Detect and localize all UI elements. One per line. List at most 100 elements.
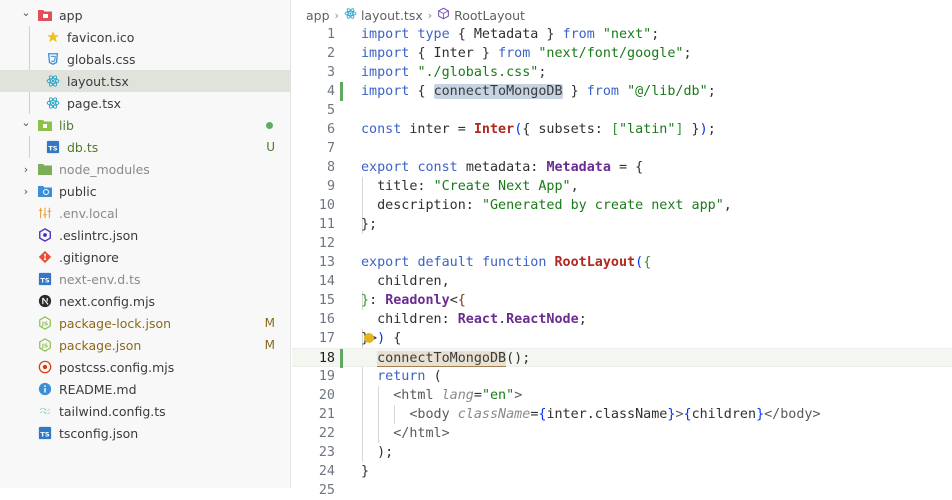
code-text[interactable]: <body className={inter.className}>{child… [361,405,820,424]
code-line[interactable]: 5 [292,101,952,120]
code-text[interactable]: children: React.ReactNode; [361,310,587,329]
code-line[interactable]: 23 ); [292,443,952,462]
code-token: < [449,293,458,308]
line-number: 18 [318,351,335,366]
code-text[interactable]: import { connectToMongoDB } from "@/lib/… [361,82,716,101]
tree-file--gitignore[interactable]: .gitignore [0,246,291,268]
chevron-down-icon[interactable]: ⌄ [21,116,31,129]
code-line[interactable]: 11}; [292,215,952,234]
lightbulb-icon[interactable] [364,333,374,343]
code-line[interactable]: 20 <html lang="en"> [292,386,952,405]
code-text[interactable]: description: "Generated by create next a… [361,196,732,215]
tree-file-globals-css[interactable]: globals.css [0,48,291,70]
tree-file-postcss-config-mjs[interactable]: postcss.config.mjs [0,356,291,378]
code-text[interactable]: const inter = Inter({ subsets: ["latin"]… [361,120,716,139]
code-text[interactable]: export default function RootLayout({ [361,253,651,272]
tree-file--eslintrc-json[interactable]: .eslintrc.json [0,224,291,246]
code-text[interactable]: } [361,462,369,481]
tree-item-label: package.json [59,337,142,353]
code-line[interactable]: 22 </html> [292,424,952,443]
tree-item-label: next-env.d.ts [59,271,141,287]
tree-file-readme-md[interactable]: README.md [0,378,291,400]
tree-file-tailwind-config-ts[interactable]: tailwind.config.ts [0,400,291,422]
code-token: ( [433,369,442,384]
code-token: "next/font/google" [538,46,684,61]
code-token: import [361,84,418,99]
git-added-marker[interactable] [340,349,343,368]
code-line[interactable]: 15}: Readonly<{ [292,291,952,310]
code-line[interactable]: 12 [292,234,952,253]
code-line[interactable]: 21 <body className={inter.className}>{ch… [292,405,952,424]
next-icon [37,290,53,312]
code-line[interactable]: 18 connectToMongoDB(); [292,348,952,368]
code-text[interactable]: children, [361,272,450,291]
code-text[interactable]: connectToMongoDB(); [361,349,530,368]
code-line[interactable]: 9 title: "Create Next App", [292,177,952,196]
code-line[interactable]: 25 [292,481,952,500]
chevron-down-icon[interactable]: ⌄ [21,6,31,19]
code-text[interactable]: }; [361,215,377,234]
code-text[interactable]: <html lang="en"> [361,386,522,405]
tree-file-layout-tsx[interactable]: layout.tsx [0,70,291,92]
tree-file-favicon-ico[interactable]: favicon.ico [0,26,291,48]
tree-file-next-config-mjs[interactable]: next.config.mjs [0,290,291,312]
tree-folder-lib[interactable]: ⌄lib [0,114,291,136]
code-token: ReactNode [506,312,579,327]
code-token: from [586,84,628,99]
code-token: = [530,407,539,422]
code-text[interactable]: import "./globals.css"; [361,63,546,82]
code-token: "latin" [619,122,676,137]
breadcrumb-file[interactable]: layout.tsx [360,7,423,23]
chevron-right-icon[interactable]: › [23,162,29,176]
tree-folder-node-modules[interactable]: ›node_modules [0,158,291,180]
chevron-right-icon: › [427,8,433,22]
chevron-right-icon[interactable]: › [23,184,29,198]
react-icon [45,70,61,92]
code-line[interactable]: 7 [292,139,952,158]
code-line[interactable]: 24} [292,462,952,481]
git-added-marker[interactable] [340,82,343,101]
line-number: 11 [318,217,335,232]
code-line[interactable]: 19 return ( [292,367,952,386]
tree-item-label: README.md [59,381,137,397]
tree-file--env-local[interactable]: .env.local [0,202,291,224]
indent-guide [378,386,379,443]
code-text[interactable]: import type { Metadata } from "next"; [361,25,659,44]
code-line[interactable]: 10 description: "Generated by create nex… [292,196,952,215]
breadcrumb-symbol[interactable]: RootLayout [454,7,525,23]
code-line[interactable]: 14 children, [292,272,952,291]
indent-guide [362,177,363,234]
tree-item-label: .env.local [59,205,119,221]
code-text[interactable]: ); [361,443,393,462]
code-token: [ [610,122,619,137]
nodejs-icon: JS [37,312,53,334]
code-line[interactable]: 17}>) { [292,329,952,348]
breadcrumb-folder[interactable]: app [306,7,330,23]
tree-folder-app[interactable]: ⌄ app [0,4,291,26]
code-text[interactable]: import { Inter } from "next/font/google"… [361,44,692,63]
code-token: ( [514,122,523,137]
code-text[interactable]: </html> [361,424,449,443]
code-text[interactable]: export const metadata: Metadata = { [361,158,643,177]
code-text[interactable]: title: "Create Next App", [361,177,579,196]
tree-file-page-tsx[interactable]: page.tsx [0,92,291,114]
code-text[interactable]: return ( [361,367,442,386]
code-line[interactable]: 16 children: React.ReactNode; [292,310,952,329]
code-text[interactable]: }: Readonly<{ [361,291,466,310]
tree-folder-public[interactable]: ›public [0,180,291,202]
code-token: import [361,27,418,42]
tree-item-label: app [59,7,83,23]
